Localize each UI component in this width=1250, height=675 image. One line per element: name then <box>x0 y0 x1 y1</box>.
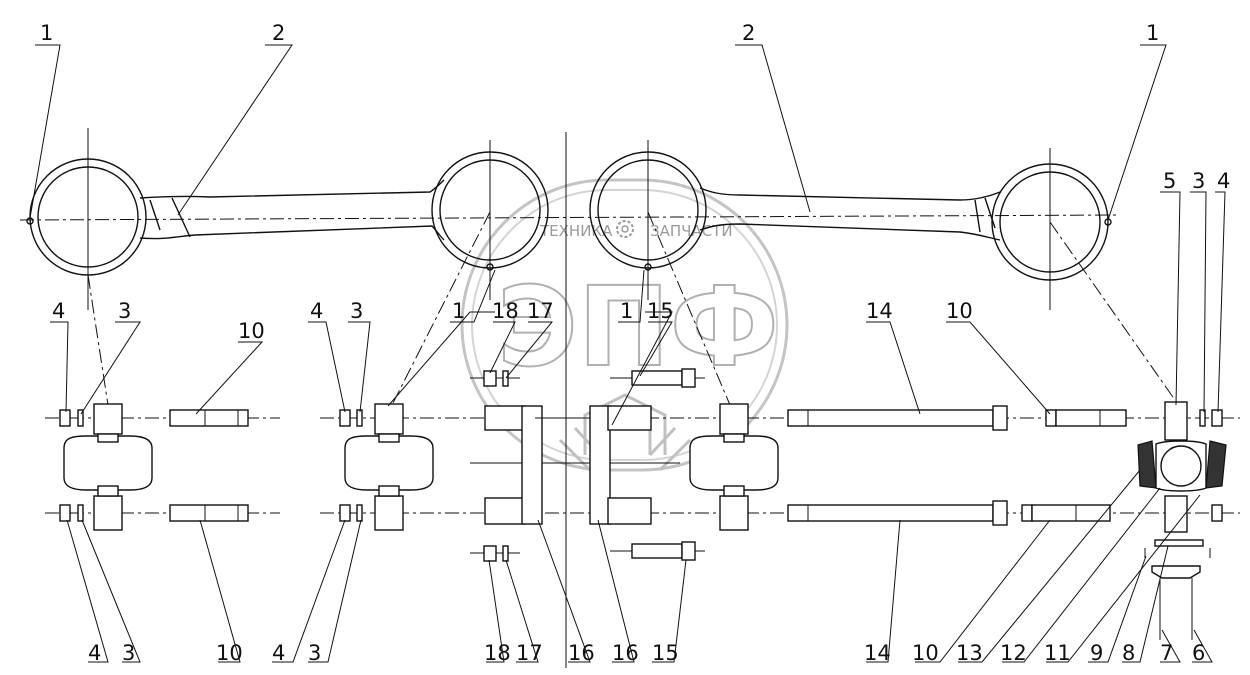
callout-15-bottom: 15 <box>652 641 679 665</box>
callout-9: 9 <box>1090 641 1103 665</box>
callout-17-top: 17 <box>527 299 554 323</box>
watermark-brand-left: ТЕХНИКА <box>539 222 613 240</box>
top-arm-assembly <box>19 128 1176 668</box>
callout-14-top: 14 <box>866 299 893 323</box>
callout-4b: 4 <box>310 299 323 323</box>
callout-14-bottom: 14 <box>864 641 891 665</box>
callout-10b-top: 10 <box>946 299 973 323</box>
callout-numbers: 1 2 2 1 5 3 4 4 3 10 4 3 1 18 17 1 15 14… <box>40 21 1230 665</box>
bushing-left <box>59 403 249 531</box>
callout-1b: 1 <box>620 299 633 323</box>
callout-4-bottom-a: 4 <box>88 641 101 665</box>
ball-joint-assembly <box>1137 401 1227 640</box>
lower-components <box>45 368 1240 640</box>
callout-7: 7 <box>1160 641 1173 665</box>
callout-10-bottom-a: 10 <box>216 641 243 665</box>
callout-12: 12 <box>1000 641 1027 665</box>
long-bolts <box>787 405 1008 526</box>
callout-3a: 3 <box>118 299 131 323</box>
callout-10-bottom-b: 10 <box>912 641 939 665</box>
eye-far-left <box>26 158 147 276</box>
bushing-center-right <box>689 403 779 531</box>
eye-center-right <box>589 151 707 271</box>
callout-4-bottom-b: 4 <box>272 641 285 665</box>
callout-3-right: 3 <box>1192 169 1205 193</box>
callout-5: 5 <box>1163 169 1176 193</box>
callout-top-1-right: 1 <box>1146 21 1159 45</box>
callout-16-a: 16 <box>568 641 595 665</box>
short-bolts-right <box>1021 409 1127 522</box>
callout-6: 6 <box>1192 641 1205 665</box>
callout-1a: 1 <box>452 299 465 323</box>
leader-lines <box>29 44 1226 663</box>
callout-10a: 10 <box>238 319 265 343</box>
callout-16-b: 16 <box>612 641 639 665</box>
callout-top-2-left: 2 <box>272 21 285 45</box>
callout-17-bottom: 17 <box>516 641 543 665</box>
callout-13: 13 <box>956 641 983 665</box>
gear-icon <box>616 220 634 238</box>
callout-11: 11 <box>1044 641 1071 665</box>
bushing-center-left <box>339 403 434 531</box>
callout-18-top: 18 <box>492 299 519 323</box>
callout-top-1-left: 1 <box>40 21 53 45</box>
brackets <box>483 368 696 562</box>
callout-3-bottom-a: 3 <box>122 641 135 665</box>
eye-far-right <box>991 163 1112 281</box>
callout-top-2-right: 2 <box>742 21 755 45</box>
callout-18-bottom: 18 <box>484 641 511 665</box>
callout-4-right: 4 <box>1217 169 1230 193</box>
callout-3b: 3 <box>350 299 363 323</box>
callout-4a: 4 <box>52 299 65 323</box>
callout-8: 8 <box>1122 641 1135 665</box>
eye-center-left <box>431 151 549 271</box>
callout-15-top: 15 <box>647 299 674 323</box>
callout-3-bottom-b: 3 <box>308 641 321 665</box>
